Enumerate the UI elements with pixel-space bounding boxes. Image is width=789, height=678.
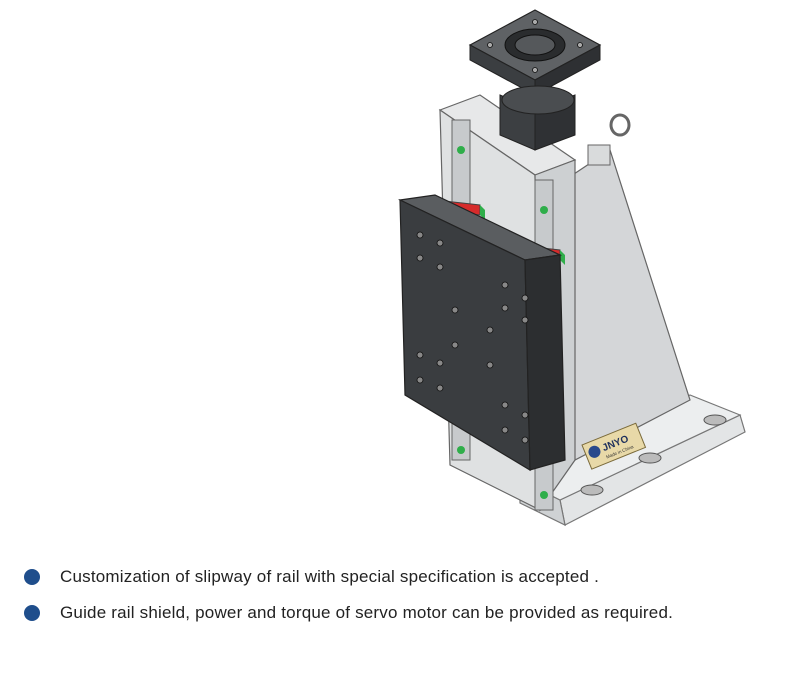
list-item: Customization of slipway of rail with sp…	[24, 566, 764, 588]
list-item: Guide rail shield, power and torque of s…	[24, 602, 764, 624]
linear-stage-illustration: JNYO Made in China	[360, 0, 780, 540]
list-item-text: Guide rail shield, power and torque of s…	[60, 603, 674, 622]
bullet-dot-icon	[24, 605, 40, 621]
bullet-dot-icon	[24, 569, 40, 585]
list-item-text: Customization of slipway of rail with sp…	[60, 567, 600, 586]
feature-list: Customization of slipway of rail with sp…	[24, 566, 764, 638]
